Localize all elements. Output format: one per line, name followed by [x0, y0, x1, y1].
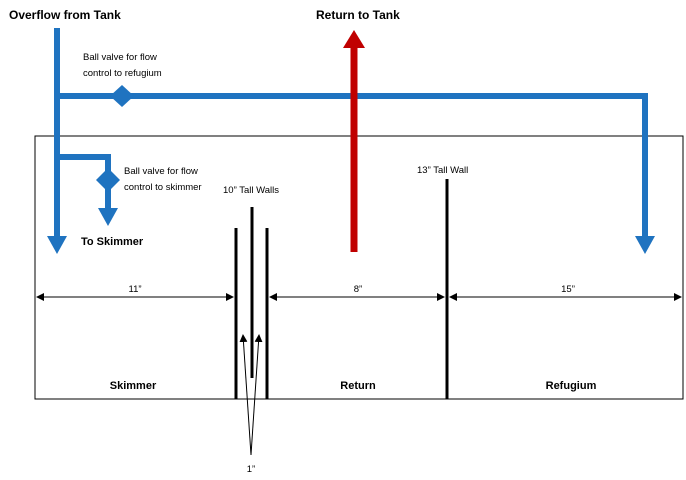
dim-skimmer-label: 11”: [128, 284, 141, 295]
skimmer-pipe: [57, 154, 111, 210]
refugium-ball-valve-icon: [110, 85, 134, 107]
sump-outline: [34, 135, 684, 400]
tall-wall-13-label: 13” Tall Wall: [417, 165, 468, 176]
skimmer-valve-label-line2: control to skimmer: [124, 182, 202, 193]
to-skimmer-label: To Skimmer: [81, 236, 144, 248]
overflow-arrowhead: [47, 236, 67, 254]
return-to-tank-label: Return to Tank: [316, 8, 400, 22]
chamber-refugium-label: Refugium: [546, 380, 597, 392]
baffle-walls: [234, 179, 449, 399]
chamber-return-label: Return: [340, 380, 376, 392]
refugium-arrowhead: [635, 236, 655, 254]
dimension-lines: [36, 293, 682, 456]
overflow-plumbing: [54, 28, 648, 238]
tall-walls-10-label: 10” Tall Walls: [223, 185, 279, 196]
refugium-pipe: [57, 93, 648, 238]
dim-return-label: 8”: [354, 284, 362, 295]
refugium-valve-label-line2: control to refugium: [83, 68, 162, 79]
skimmer-arrowhead: [98, 208, 118, 226]
overflow-label: Overflow from Tank: [9, 8, 121, 22]
refugium-valve-label-line1: Ball valve for flow: [83, 52, 157, 63]
dim-refugium-label: 15”: [561, 284, 575, 295]
gap-label: 1”: [247, 464, 255, 475]
chamber-skimmer-label: Skimmer: [110, 380, 157, 392]
gap-pointer-right: [250, 334, 263, 456]
skimmer-valve-label-line1: Ball valve for flow: [124, 166, 198, 177]
return-arrowhead: [343, 30, 365, 48]
gap-pointer-left: [239, 334, 252, 456]
skimmer-ball-valve-icon: [96, 168, 120, 192]
